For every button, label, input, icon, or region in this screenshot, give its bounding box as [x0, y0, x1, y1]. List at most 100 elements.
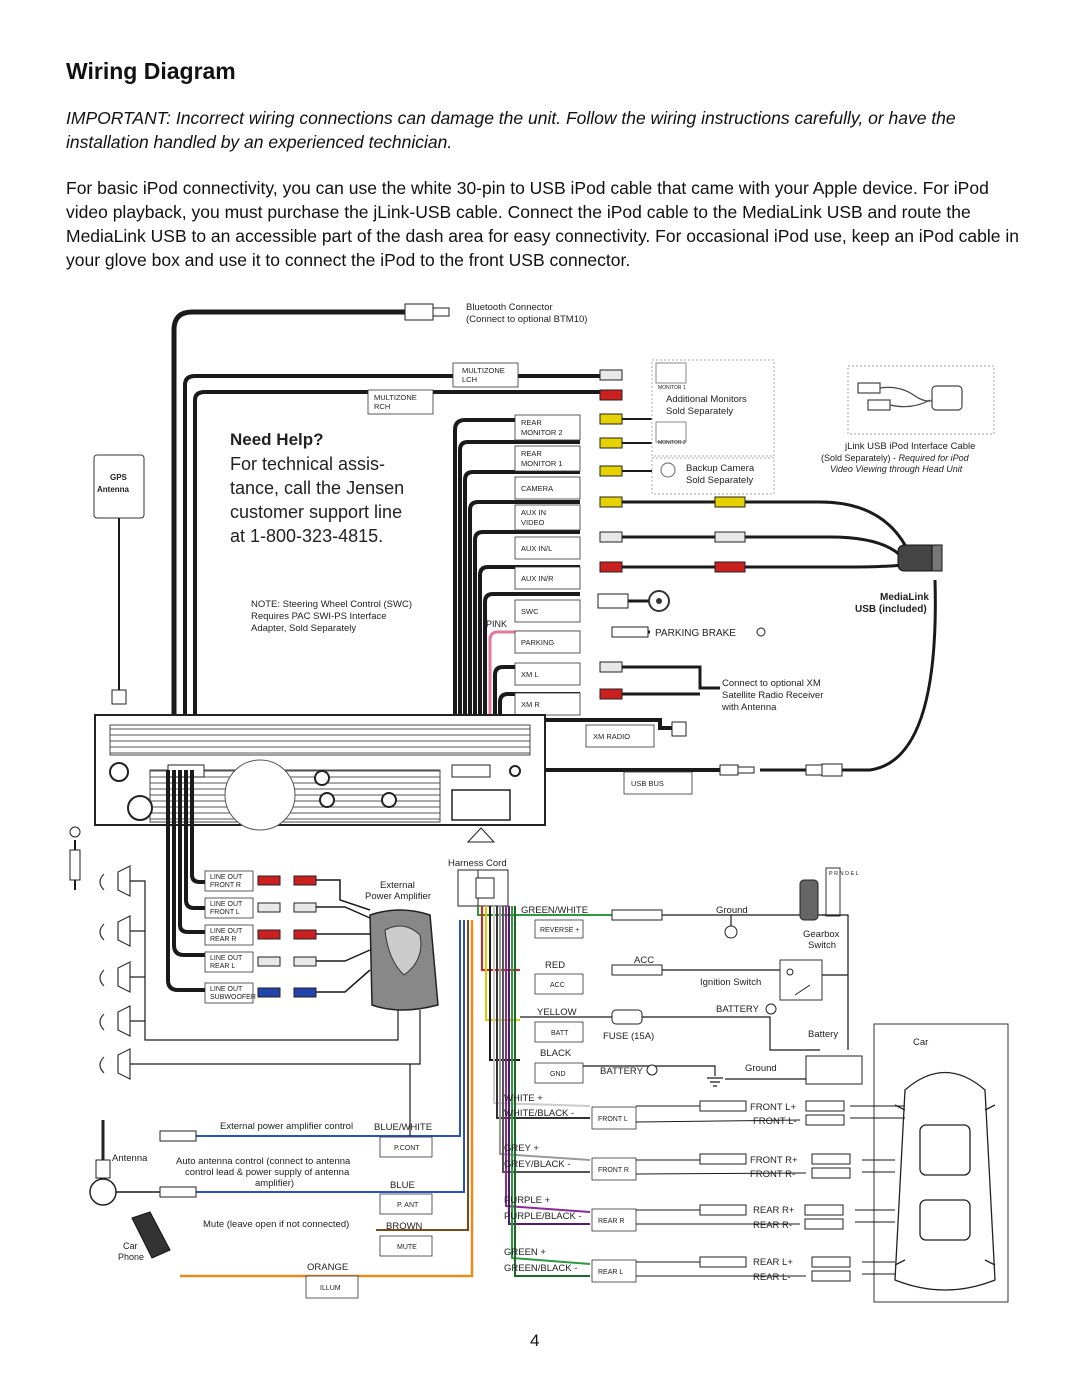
svg-text:WHITE/BLACK -: WHITE/BLACK - — [504, 1108, 574, 1119]
usb-socket-icon — [805, 764, 823, 776]
car-phone-icon — [131, 1211, 171, 1259]
svg-text:FRONT L: FRONT L — [210, 909, 240, 916]
svg-text:XM L: XM L — [521, 670, 539, 679]
mute-label: MUTE — [397, 1244, 417, 1251]
amplifier-icon — [369, 909, 439, 1011]
backup-camera-sublabel: Sold Separately — [686, 475, 753, 486]
svg-text:LINE OUT: LINE OUT — [210, 955, 243, 962]
backup-camera-label: Backup Camera — [686, 463, 755, 474]
black-wire-label: BLACK — [540, 1048, 572, 1059]
pant-label: P. ANT — [397, 1202, 419, 1209]
green-white-label: GREEN/WHITE — [521, 905, 588, 916]
antenna-plug — [159, 1186, 197, 1198]
svg-text:FRONT L-: FRONT L- — [753, 1116, 797, 1127]
backup-camera-icon — [660, 462, 676, 478]
gearbox-sublabel: Switch — [808, 940, 836, 951]
blue-white-label: BLUE/WHITE — [374, 1122, 432, 1133]
svg-text:AUX IN/R: AUX IN/R — [521, 574, 554, 583]
lineout-rca-plugs — [257, 875, 317, 998]
ext-amp-control-label: External power amplifier control — [220, 1121, 353, 1132]
help-line-4: at 1-800-323-4815. — [230, 526, 383, 546]
svg-text:USB BUS: USB BUS — [631, 779, 664, 788]
svg-text:REAR L+: REAR L+ — [753, 1257, 793, 1268]
car-icon — [894, 1071, 996, 1291]
red-wire-label: RED — [545, 960, 565, 971]
svg-text:CAMERA: CAMERA — [521, 484, 553, 493]
mute-note: Mute (leave open if not connected) — [203, 1219, 349, 1230]
xm-note-2: Satellite Radio Receiver — [722, 690, 823, 701]
svg-text:REAR: REAR — [521, 449, 542, 458]
svg-text:SWC: SWC — [521, 607, 539, 616]
blue-label: BLUE — [390, 1180, 415, 1191]
monitor1-icon — [655, 362, 687, 384]
additional-monitors-sublabel: Sold Separately — [666, 406, 733, 417]
svg-text:PURPLE +: PURPLE + — [504, 1195, 551, 1206]
swc-note-2: Requires PAC SWI-PS Interface — [251, 611, 387, 622]
gps-label: GPS — [110, 473, 128, 482]
help-line-1: For technical assis- — [230, 454, 385, 474]
additional-monitors-label: Additional Monitors — [666, 394, 747, 405]
svg-text:FRONT R: FRONT R — [210, 882, 241, 889]
monitor1-label: MONITOR 1 — [658, 385, 686, 391]
brown-label: BROWN — [386, 1221, 423, 1232]
svg-text:FRONT L+: FRONT L+ — [750, 1102, 796, 1113]
orange-label: ORANGE — [307, 1262, 348, 1273]
battery-minus-label: BATTERY — [600, 1066, 644, 1077]
swc-note-1: NOTE: Steering Wheel Control (SWC) — [251, 599, 412, 610]
harness-socket — [451, 789, 511, 821]
svg-text:REAR R-: REAR R- — [753, 1220, 792, 1231]
pcont-label: P.CONT — [394, 1145, 420, 1152]
page-number: 4 — [530, 1331, 540, 1350]
ground-label-2: Ground — [745, 1063, 777, 1074]
battery-label: Battery — [808, 1029, 838, 1040]
bluetooth-sublabel: (Connect to optional BTM10) — [466, 314, 587, 325]
wiring-diagram: Bluetooth Connector (Connect to optional… — [69, 302, 1009, 1303]
intro-paragraph: For basic iPod connectivity, you can use… — [66, 178, 1019, 270]
svg-text:FRONT R: FRONT R — [598, 1167, 629, 1174]
parking-brake-label: PARKING BRAKE — [655, 628, 736, 639]
svg-text:REAR R: REAR R — [598, 1218, 624, 1225]
svg-text:SUBWOOFER: SUBWOOFER — [210, 994, 256, 1001]
harness-wires — [477, 906, 620, 1277]
speaker-icons — [99, 865, 131, 1080]
svg-text:RCH: RCH — [374, 402, 390, 411]
battery-plus-label: BATTERY — [716, 1004, 760, 1015]
svg-text:FRONT R-: FRONT R- — [750, 1169, 795, 1180]
gps-sublabel: Antenna — [97, 485, 130, 494]
svg-text:PURPLE/BLACK -: PURPLE/BLACK - — [504, 1211, 582, 1222]
usb-plug-icon — [719, 764, 739, 776]
lamp-icon — [724, 925, 738, 939]
ground-symbol-icon — [707, 1077, 723, 1087]
svg-text:XM R: XM R — [521, 700, 540, 709]
ignition-label: Ignition Switch — [700, 977, 761, 988]
auto-antenna-note-3: amplifier) — [255, 1178, 294, 1189]
pink-label: PINK — [486, 619, 507, 629]
need-help-heading: Need Help? — [230, 430, 324, 449]
svg-text:LINE OUT: LINE OUT — [210, 901, 243, 908]
svg-text:LINE OUT: LINE OUT — [210, 986, 243, 993]
antenna-label: Antenna — [112, 1153, 148, 1164]
rca-extension-plugs — [714, 496, 746, 573]
batt-box-label: BATT — [551, 1030, 569, 1037]
external-amp-label: External — [380, 880, 415, 891]
svg-text:FRONT R+: FRONT R+ — [750, 1155, 798, 1166]
svg-text:REAR L: REAR L — [210, 963, 235, 970]
fuse-label: FUSE (15A) — [603, 1031, 654, 1042]
monitor2-label: MONITOR 2 — [658, 440, 686, 446]
jlink-sublabel: (Sold Separately) - Required for iPod — [821, 453, 970, 463]
svg-text:LCH: LCH — [462, 375, 477, 384]
svg-text:MONITOR 2: MONITOR 2 — [521, 428, 563, 437]
gearbox-label: Gearbox — [803, 929, 840, 940]
xm-connector-icon — [671, 721, 687, 737]
jlink-label: jLink USB iPod Interface Cable — [844, 441, 975, 452]
blue-white-plug — [159, 1130, 197, 1142]
bluetooth-cable — [171, 309, 408, 770]
bluetooth-label: Bluetooth Connector — [466, 302, 553, 313]
svg-text:REAR L: REAR L — [598, 1269, 623, 1276]
medialink-label: MediaLink — [880, 592, 929, 603]
important-notice: IMPORTANT: Incorrect wiring connections … — [66, 108, 956, 152]
lineout-cables — [166, 770, 205, 992]
svg-text:REAR L-: REAR L- — [753, 1272, 790, 1283]
parking-brake-icon — [756, 627, 766, 637]
medialink-sublabel: USB (included) — [855, 604, 927, 615]
